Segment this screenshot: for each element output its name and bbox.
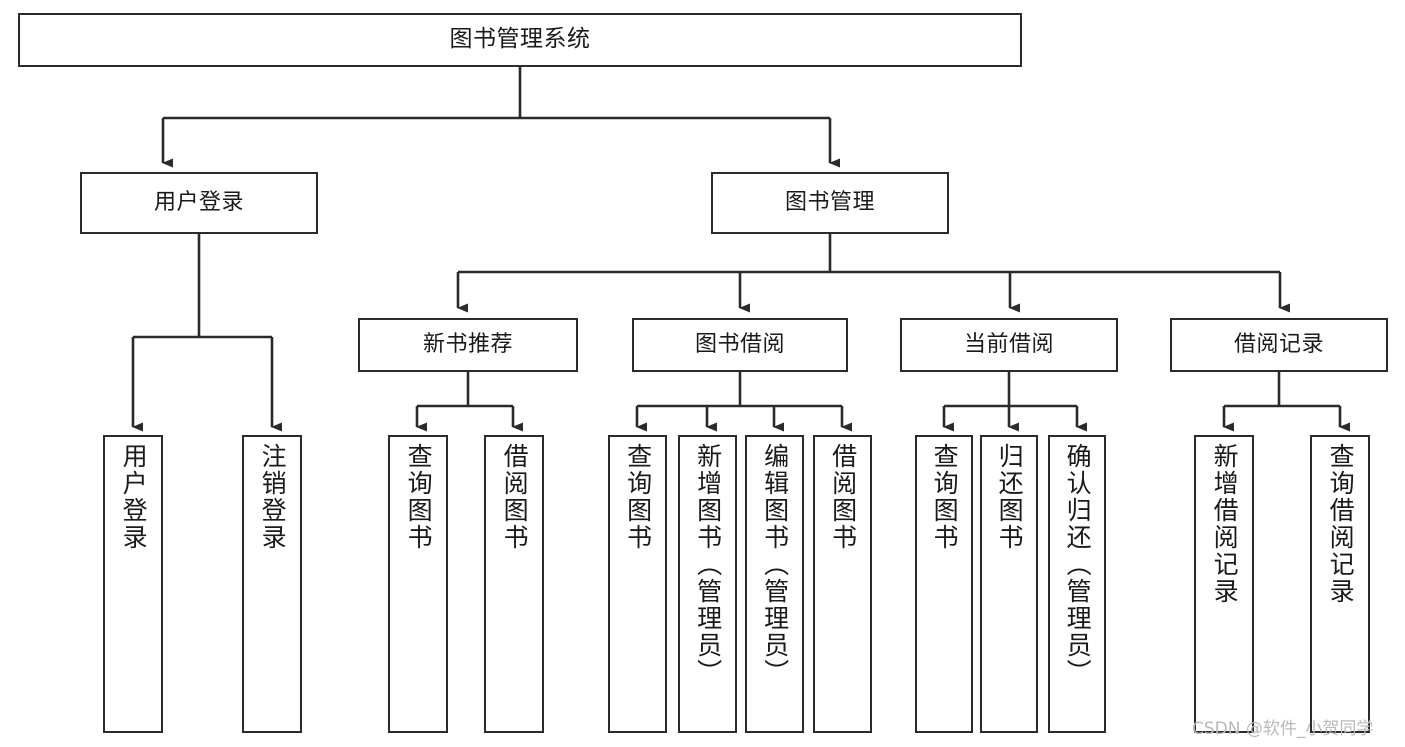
node-root-book-management-system[interactable]: 图书管理系统 (18, 13, 1022, 67)
node-label: 图书管理 (784, 190, 875, 216)
node-leaf-edit-book[interactable]: 编辑图书（管理员） (745, 435, 804, 733)
node-label: 查询图书 (623, 443, 653, 551)
node-label: 图书管理系统 (449, 26, 591, 53)
node-label: 新增借阅记录 (1210, 443, 1240, 605)
node-leaf-logout[interactable]: 注销登录 (242, 435, 302, 733)
node-label: 归还图书 (995, 443, 1025, 551)
node-label: 查询图书 (404, 443, 434, 551)
node-label: 注销登录 (258, 443, 288, 551)
node-book-borrow[interactable]: 图书借阅 (632, 318, 848, 372)
node-leaf-add-book[interactable]: 新增图书（管理员） (678, 435, 737, 733)
node-label: 图书借阅 (694, 332, 785, 358)
node-user-login[interactable]: 用户登录 (80, 172, 318, 234)
node-leaf-query-books-1[interactable]: 查询图书 (388, 435, 448, 733)
watermark-csdn: CSDN @软件_小贺同学 (1192, 719, 1374, 739)
node-leaf-confirm-return[interactable]: 确认归还（管理员） (1048, 435, 1106, 733)
node-leaf-query-books-2[interactable]: 查询图书 (608, 435, 667, 733)
node-book-management[interactable]: 图书管理 (711, 172, 949, 234)
node-label: 新增图书（管理员） (693, 443, 723, 686)
node-leaf-query-books-3[interactable]: 查询图书 (915, 435, 973, 733)
node-label: 当前借阅 (963, 332, 1054, 358)
node-leaf-query-record[interactable]: 查询借阅记录 (1310, 435, 1370, 733)
node-leaf-borrow-books-2[interactable]: 借阅图书 (813, 435, 872, 733)
node-label: 新书推荐 (422, 332, 513, 358)
node-label: 借阅记录 (1233, 332, 1324, 358)
node-leaf-return-book[interactable]: 归还图书 (980, 435, 1038, 733)
node-label: 借阅图书 (500, 443, 530, 551)
node-label: 用户登录 (119, 443, 149, 551)
node-label: 查询图书 (930, 443, 960, 551)
node-label: 用户登录 (153, 190, 244, 216)
node-borrow-record[interactable]: 借阅记录 (1170, 318, 1388, 372)
node-label: 编辑图书（管理员） (760, 443, 790, 686)
node-label: 查询借阅记录 (1326, 443, 1356, 605)
node-leaf-add-record[interactable]: 新增借阅记录 (1194, 435, 1254, 733)
node-current-borrow[interactable]: 当前借阅 (900, 318, 1118, 372)
node-label: 借阅图书 (828, 443, 858, 551)
node-label: 确认归还（管理员） (1063, 443, 1093, 686)
node-leaf-borrow-books-1[interactable]: 借阅图书 (484, 435, 544, 733)
node-new-book-recommend[interactable]: 新书推荐 (358, 318, 578, 372)
node-leaf-user-login[interactable]: 用户登录 (103, 435, 163, 733)
